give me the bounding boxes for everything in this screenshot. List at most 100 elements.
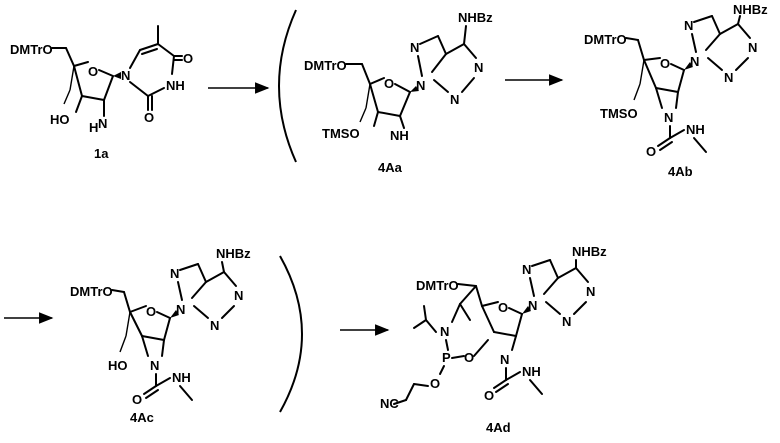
4Aa-bond	[370, 78, 384, 84]
4Aa-n3: N	[474, 60, 483, 75]
4Ac-carbonyl-o: O	[132, 392, 142, 407]
compound-1a: DMTrO O HO H N N O NH O	[10, 26, 193, 161]
4Ad-n1: N	[528, 298, 537, 313]
4Ad-bond	[558, 268, 576, 278]
4Ad-p-n: N	[440, 324, 449, 339]
4Ab-bond	[720, 24, 738, 34]
compound-label-4Ac: 4Ac	[130, 410, 154, 425]
4Ac-bridge-n: N	[150, 358, 159, 373]
4Aa-bond	[395, 84, 410, 92]
4Ab-bond	[626, 38, 638, 40]
4Aa-dmtro: DMTrO	[304, 58, 347, 73]
4Ab-bond	[676, 92, 678, 108]
4Ac-ring-o: O	[146, 304, 156, 319]
4Ab-bond	[736, 58, 748, 70]
4Ac-nhbz: NHBz	[216, 246, 251, 261]
4Ab-bridge-n: N	[664, 110, 673, 125]
4Ad-bond	[506, 372, 520, 380]
compound-4Ab: DMTrO O TMSO N O NH N N NHBz N	[584, 2, 768, 179]
4Ad-bond	[512, 336, 516, 350]
4Ab-bond	[694, 138, 706, 152]
4Ad-bond	[482, 302, 498, 306]
4Ab-nhbz: NHBz	[733, 2, 768, 17]
4Ab-bond	[656, 88, 662, 108]
4Ab-n1: N	[690, 54, 699, 69]
4Ad-n2: N	[522, 262, 531, 277]
4Ad-bond	[458, 284, 476, 286]
4Ad-bond	[516, 314, 522, 336]
4Ab-bond	[634, 84, 640, 100]
4Ad-bridge-n: N	[500, 352, 509, 367]
1a-dmtro: DMTrO	[10, 42, 53, 57]
4Ad-bond	[532, 260, 550, 266]
4Aa-bond	[446, 44, 464, 54]
4Ab-bond	[656, 88, 678, 92]
4Ab-bond	[644, 60, 656, 88]
4Ad-bond	[544, 278, 558, 294]
4Ad-bond	[494, 332, 516, 336]
compound-label-4Aa: 4Aa	[378, 160, 403, 175]
4Ad-bond	[509, 308, 522, 314]
4Ac-bond	[222, 306, 234, 318]
4Ad-bond	[550, 260, 558, 278]
4Ad-bond	[414, 320, 426, 328]
4Aa-bond	[432, 54, 446, 72]
4Ac-bond	[180, 386, 192, 400]
4Ac-bond	[126, 312, 130, 336]
4Ad-bond	[574, 302, 586, 314]
4Aa-tmso: TMSO	[322, 126, 360, 141]
4Ab-n3: N	[748, 40, 757, 55]
4Ac-bond	[112, 290, 124, 292]
4Ab-n4: N	[724, 70, 733, 85]
4Ac-n3: N	[234, 288, 243, 303]
4Aa-bond	[360, 108, 366, 122]
4Aa-bond	[366, 84, 370, 108]
4Ac-bond	[206, 272, 224, 282]
compound-label-4Ad: 4Ad	[486, 420, 511, 435]
4Ac-bond	[130, 306, 146, 312]
4Ab-bond	[640, 60, 644, 84]
4Ad-bond	[426, 320, 436, 332]
4Aa-nh: NH	[390, 128, 409, 143]
4Aa-n2: N	[410, 40, 419, 55]
4Ac-bond	[164, 318, 170, 340]
4Ad-dmtro: DMTrO	[416, 278, 459, 293]
4Ab-ring-o: O	[660, 56, 670, 71]
4Ab-bond	[671, 64, 684, 70]
1a-nh: NH	[166, 78, 185, 93]
1a-carbonyl-o-bottom: O	[144, 110, 154, 125]
4Ad-p-o-ring: O	[464, 350, 474, 365]
4Ab-bond	[638, 40, 644, 60]
4Ad-bond	[452, 356, 464, 358]
4Ac-bond	[142, 336, 164, 340]
4Aa-ring-o: O	[384, 76, 394, 91]
4Aa-bond	[464, 44, 476, 58]
4Ac-bond	[178, 282, 182, 300]
4Ac-dmtro: DMTrO	[70, 284, 113, 299]
1a-bridge-h: H	[89, 120, 98, 135]
4Ad-bond	[482, 306, 494, 332]
1a-hydroxyl: HO	[50, 112, 70, 127]
4Ad-bond	[424, 306, 426, 320]
4Aa-bond	[362, 64, 370, 84]
4Ab-bond	[678, 70, 684, 92]
4Ac-hydroxyl: HO	[108, 358, 128, 373]
4Ab-bond	[644, 58, 660, 60]
4Ac-bond	[120, 336, 126, 352]
4Ac-bond	[180, 264, 198, 270]
4Ac-bond	[156, 378, 170, 386]
4Ac-bond	[130, 312, 142, 336]
4Ac-bond	[224, 272, 236, 286]
1a-bond	[64, 90, 70, 104]
4Ab-n2: N	[684, 18, 693, 33]
4Ac-bond	[142, 336, 148, 356]
4Ac-n1: N	[176, 302, 185, 317]
4Ad-nitrile: NC	[380, 396, 399, 411]
4Ad-carbonyl-o: O	[484, 388, 494, 403]
1a-bond	[74, 66, 82, 96]
4Ad-bond	[406, 384, 414, 400]
4Ab-bond	[706, 34, 720, 50]
4Ab-bond	[692, 34, 696, 52]
4Ac-bond	[162, 340, 164, 356]
